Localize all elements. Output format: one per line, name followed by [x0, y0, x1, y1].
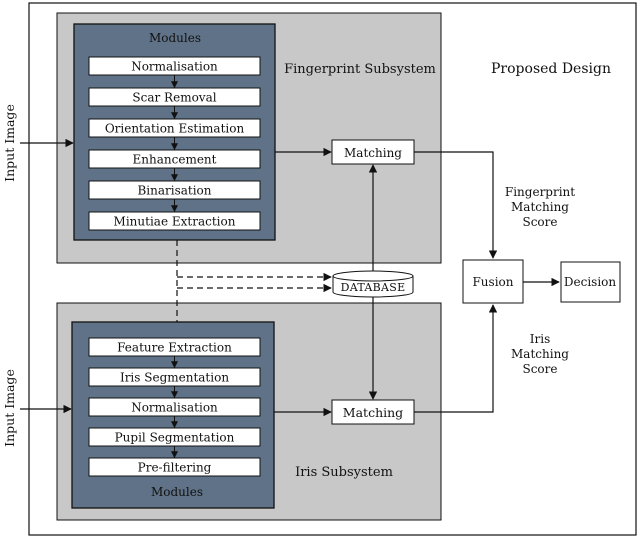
iris-line: Matching	[511, 347, 569, 361]
iris-module-label: Normalisation	[131, 401, 218, 415]
input-image-label-bottom: Input Image	[2, 369, 17, 447]
iris-line: Score	[522, 362, 557, 376]
iris-module-label: Iris Segmentation	[120, 371, 229, 385]
iris-score-path	[414, 304, 498, 413]
decision-label: Decision	[564, 275, 617, 289]
database-label: DATABASE	[341, 281, 406, 294]
database-cylinder: DATABASE	[332, 270, 414, 298]
iris-module-label: Pupil Segmentation	[115, 431, 235, 445]
dashed-enrolment-paths	[176, 240, 332, 322]
fingerprint-module-label: Binarisation	[137, 184, 211, 198]
proposed-design-title: Proposed Design	[491, 61, 611, 77]
fingerprint-line: Matching	[511, 200, 569, 214]
iris-modules-title: Modules	[151, 485, 203, 499]
fusion-label: Fusion	[472, 275, 513, 289]
fingerprint-module-label: Scar Removal	[132, 91, 216, 105]
fingerprint-subsystem-label: Fingerprint Subsystem	[284, 62, 436, 77]
fingerprint-matching-label: Matching	[344, 146, 402, 160]
input-image-label-top: Input Image	[2, 104, 17, 182]
fingerprint-line: Score	[522, 215, 557, 229]
fingerprint-module-label: Orientation Estimation	[105, 122, 245, 136]
fingerprint-module-label: Enhancement	[133, 153, 217, 167]
fingerprint-line: Fingerprint	[505, 185, 575, 199]
iris-line: Iris	[530, 332, 550, 346]
iris-subsystem-label: Iris Subsystem	[295, 465, 393, 480]
iris-matching-label: Matching	[343, 405, 403, 420]
iris-module-label: Feature Extraction	[117, 341, 232, 355]
fp-score-path	[414, 151, 498, 259]
fingerprint-module-label: Minutiae Extraction	[114, 215, 236, 229]
iris-module-box	[88, 457, 261, 477]
decision-box	[560, 261, 621, 303]
fingerprint-modules-title: Modules	[149, 31, 201, 45]
fingerprint-module-label: Normalisation	[131, 60, 218, 74]
iris-module-label: Pre-filtering	[138, 461, 212, 475]
fingerprint-module-box	[88, 211, 261, 231]
